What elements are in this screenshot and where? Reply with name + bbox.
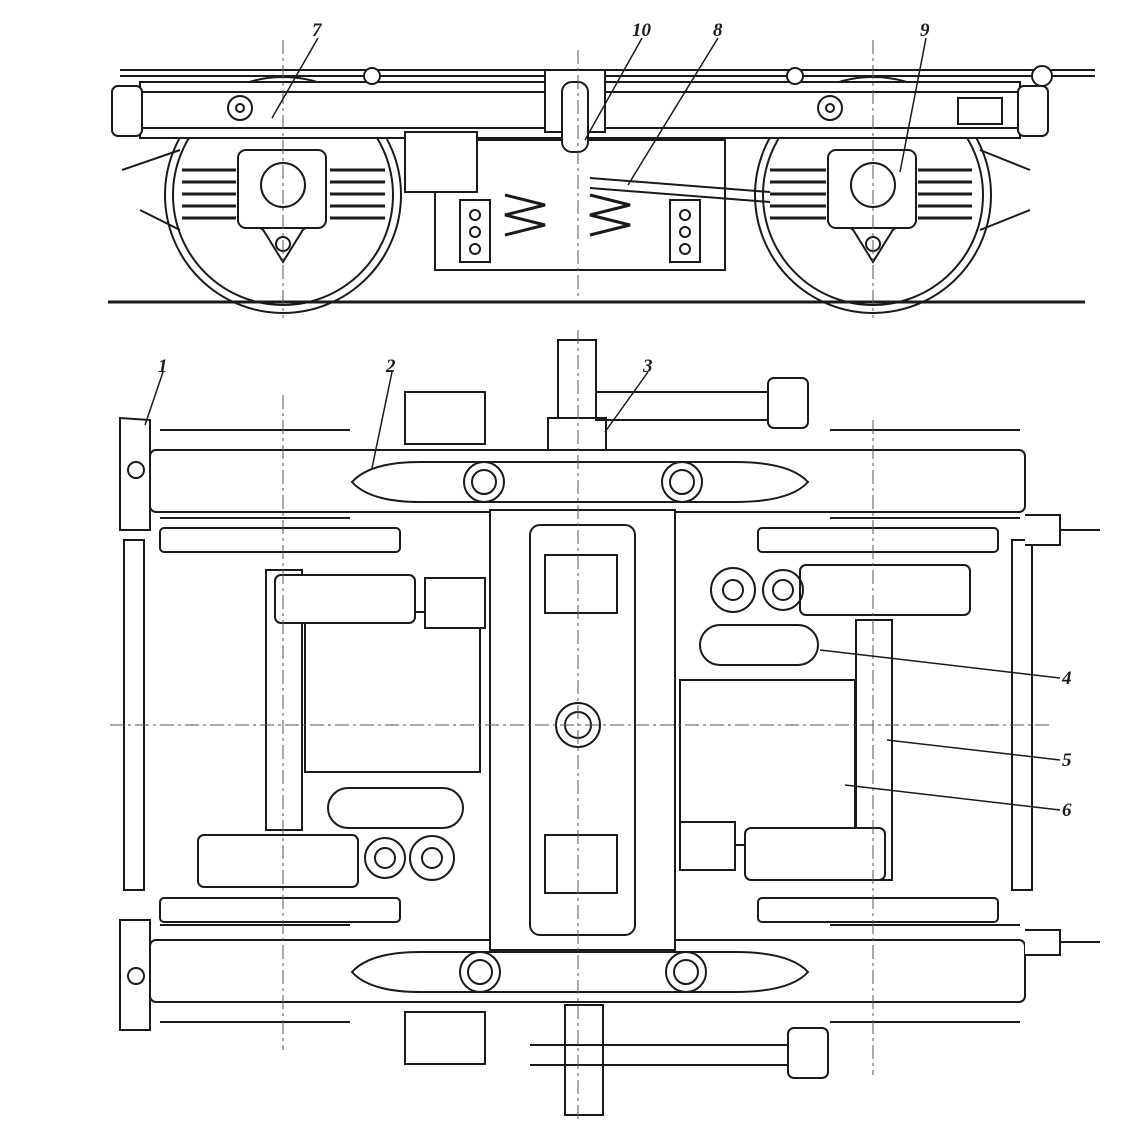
plan-pivot-top bbox=[547, 339, 809, 451]
right-axlebox bbox=[827, 149, 917, 264]
callout-10: 10 bbox=[632, 20, 652, 41]
callout-1: 1 bbox=[158, 356, 168, 377]
callout-leaders bbox=[144, 37, 1061, 811]
plan-centerlines bbox=[110, 330, 1050, 1120]
plan-view bbox=[110, 330, 1100, 1120]
brake-levers bbox=[121, 149, 1031, 231]
cushion-upper-right bbox=[699, 624, 819, 666]
left-springs bbox=[182, 168, 385, 220]
plan-motor-right bbox=[679, 564, 971, 881]
plan-motor-left bbox=[197, 574, 486, 888]
side-motor-box bbox=[404, 131, 478, 193]
callout-6: 6 bbox=[1062, 800, 1072, 821]
traction-rod bbox=[589, 177, 771, 203]
end-cross-rods bbox=[123, 539, 1033, 891]
callout-labels: 7 10 8 9 1 2 3 4 5 6 bbox=[158, 20, 1072, 821]
plan-brake-box-bottom bbox=[404, 1011, 486, 1065]
callout-5: 5 bbox=[1062, 750, 1072, 771]
right-springs bbox=[770, 168, 972, 220]
central-bolster bbox=[434, 139, 726, 271]
callout-2: 2 bbox=[385, 356, 396, 377]
left-axlebox bbox=[237, 149, 327, 264]
plan-pivot-bottom bbox=[530, 1004, 829, 1116]
plan-brake-box-top bbox=[404, 391, 486, 445]
callout-8: 8 bbox=[713, 20, 723, 41]
plan-bolster bbox=[489, 509, 676, 951]
cushion-lower-left bbox=[327, 787, 464, 829]
side-elevation bbox=[108, 40, 1095, 318]
callout-4: 4 bbox=[1061, 668, 1072, 689]
callout-3: 3 bbox=[642, 356, 653, 377]
top-side-beam bbox=[149, 449, 1026, 513]
side-centerlines bbox=[282, 40, 874, 318]
callout-9: 9 bbox=[920, 20, 930, 41]
callout-7: 7 bbox=[312, 20, 323, 41]
